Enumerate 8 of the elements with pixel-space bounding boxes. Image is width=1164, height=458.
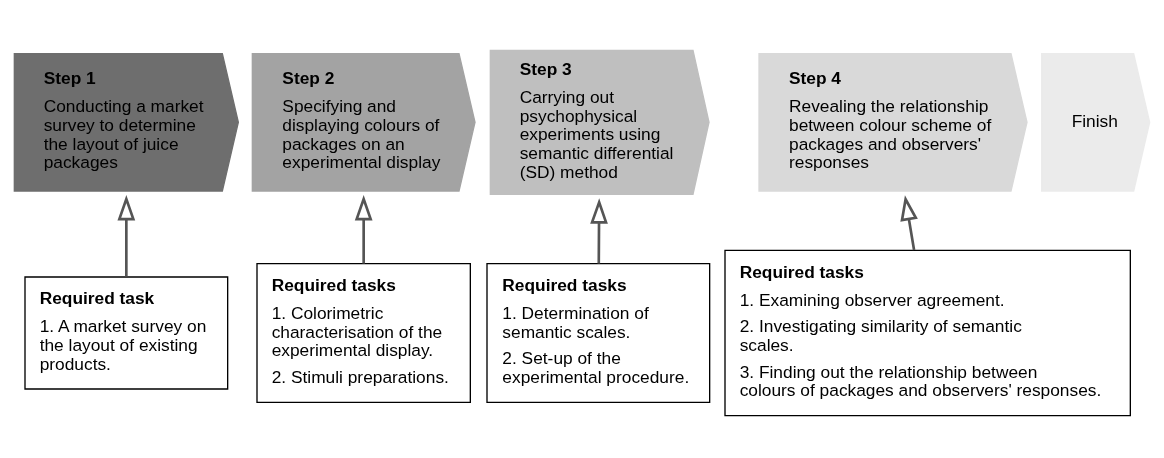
node-box: Required tasks 1. Determination of semantic scales. 2. Set-up of the experimental procedure.: [486, 263, 711, 403]
arrow: [590, 198, 608, 264]
arrow: [117, 195, 136, 277]
node-box: Required task 1. A market survey on the layout of existing products.: [24, 276, 229, 390]
arrow: [900, 195, 918, 251]
node-box: Required tasks 1. Colorimetric characterisation of the experimental display. 2. Stimuli preparations.: [256, 263, 471, 403]
arrow: [354, 195, 373, 264]
node-box: Required tasks 1. Examining observer agreement. 2. Investigating similarity of semantic scales. 3. Finding out the relationship between colours of packages and observers' responses.: [724, 249, 1131, 417]
